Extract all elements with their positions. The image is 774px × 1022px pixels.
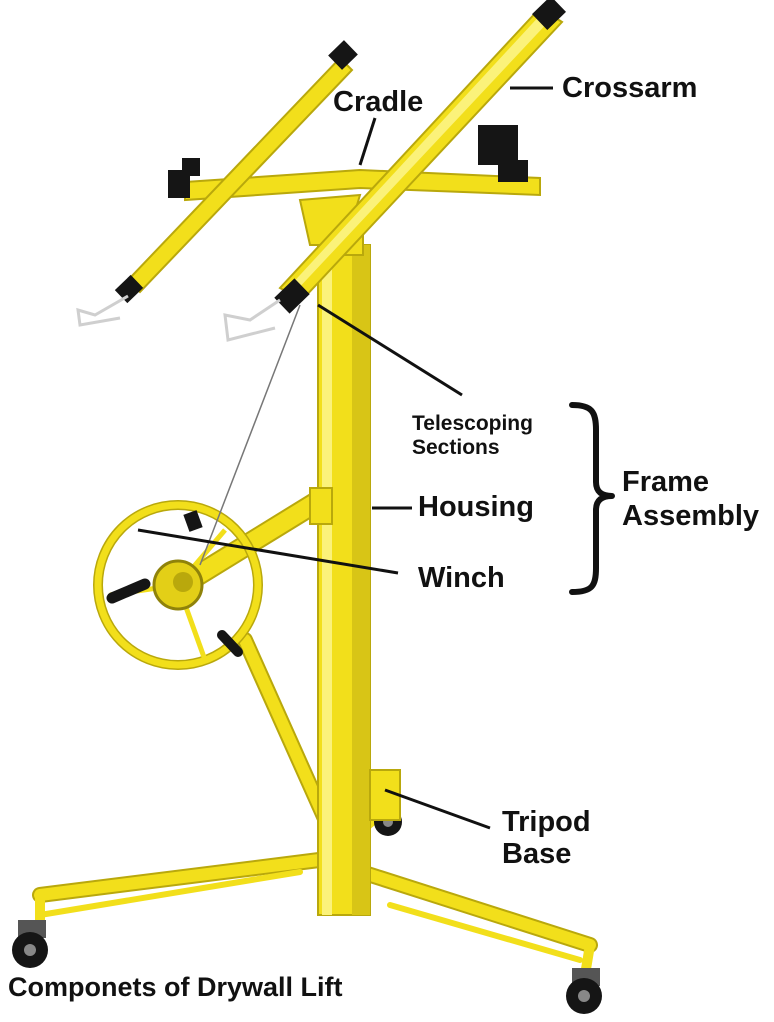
winch-wheel xyxy=(93,500,263,670)
leader-lines xyxy=(137,86,553,830)
label-frame-line1: Frame xyxy=(622,466,710,498)
label-telescoping-line2: Sections xyxy=(412,436,500,459)
caster-right xyxy=(566,968,602,1014)
winch-arm xyxy=(184,487,333,590)
label-cradle: Cradle xyxy=(333,86,424,118)
frame-assembly-brace xyxy=(569,402,615,595)
lift-cable xyxy=(199,304,301,566)
label-crossarm: Crossarm xyxy=(562,72,698,104)
label-tripod-line2: Base xyxy=(502,838,572,870)
caster-left xyxy=(12,920,48,968)
label-housing: Housing xyxy=(418,491,534,523)
label-telescoping-line1: Telescoping xyxy=(412,412,533,435)
crossarm-right xyxy=(223,0,566,342)
label-tripod-line1: Tripod xyxy=(502,806,591,838)
label-winch: Winch xyxy=(418,562,505,594)
figure-caption: Componets of Drywall Lift xyxy=(8,972,343,1002)
winch-leader xyxy=(137,528,399,575)
label-frame-line2: Assembly xyxy=(622,500,760,532)
telescoping-leader xyxy=(317,303,463,397)
cradle-leader xyxy=(358,117,377,166)
tripod-leader xyxy=(384,788,491,830)
crossarm-left xyxy=(76,40,358,327)
